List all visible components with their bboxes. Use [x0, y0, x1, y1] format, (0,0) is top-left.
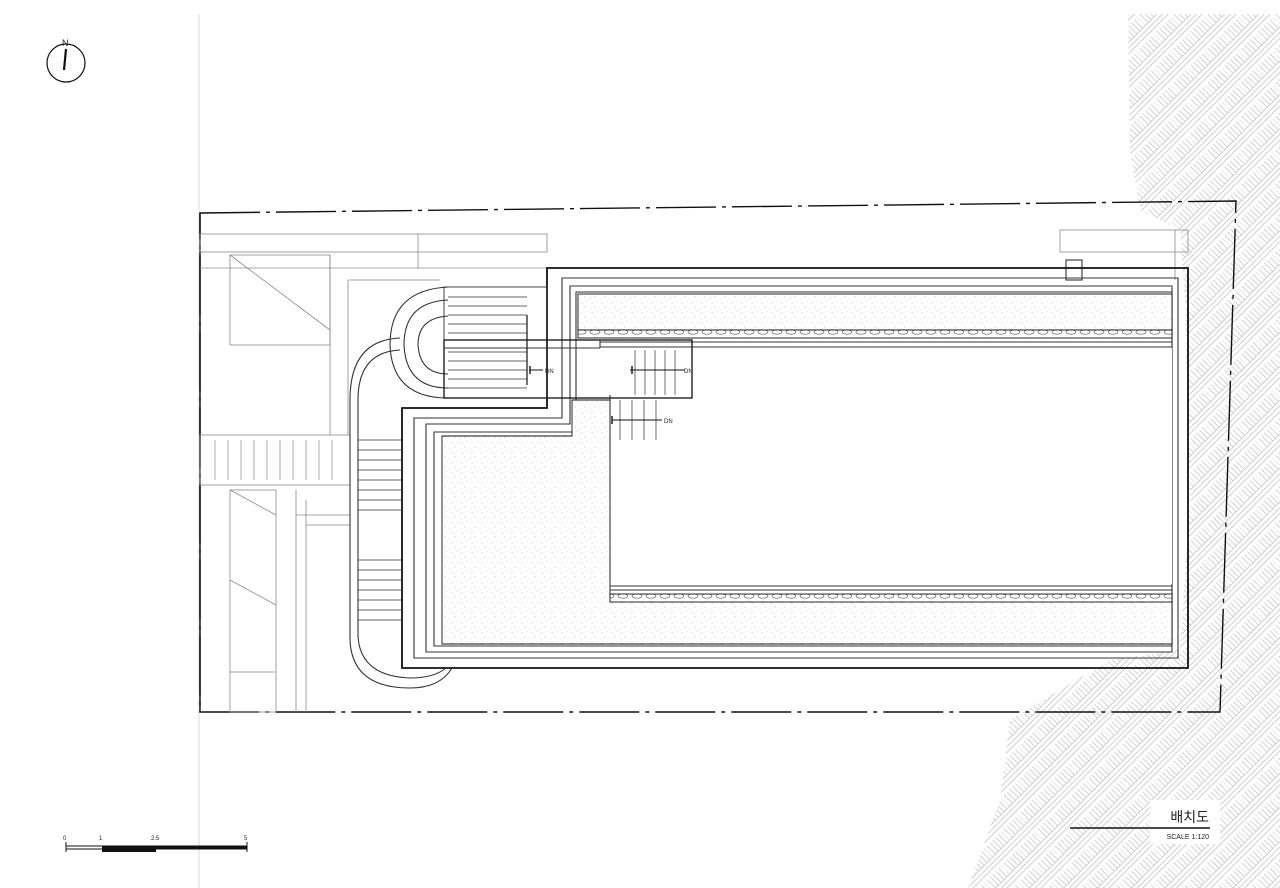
- north-arrow-letter: N: [62, 38, 69, 48]
- middle-stair: [630, 350, 685, 395]
- lower-curved-stair: [349, 337, 453, 689]
- property-line: [199, 200, 1237, 713]
- ground-hatch-area: [968, 14, 1280, 888]
- upper-gravel-bed: [577, 293, 1173, 331]
- upper-curved-stair: [389, 286, 548, 399]
- stair-down-label-3: DN: [664, 419, 673, 425]
- lower-pebble-strip: [609, 593, 1173, 603]
- scale-tick-1: 1: [99, 836, 103, 842]
- lower-stair: [611, 400, 662, 440]
- scale-tick-0: 0: [63, 836, 67, 842]
- drawing-title: 배치도: [1170, 809, 1209, 825]
- north-arrow: N: [46, 38, 86, 83]
- scale-tick-2: 2.5: [151, 836, 160, 842]
- bridge-slab: [443, 339, 693, 399]
- courtyard: [610, 348, 1172, 584]
- scale-bar: 0 1 2.5 5: [63, 836, 248, 852]
- scale-tick-3: 5: [244, 836, 248, 842]
- stair-down-label-2: DN: [684, 369, 693, 375]
- drawing-scale: SCALE 1:120: [1167, 834, 1210, 841]
- stair-down-label-1: DN: [545, 369, 554, 375]
- title-block: 배치도 SCALE 1:120: [1070, 800, 1220, 844]
- upper-pebble-strip: [577, 329, 1173, 339]
- right-annex: [1059, 229, 1189, 281]
